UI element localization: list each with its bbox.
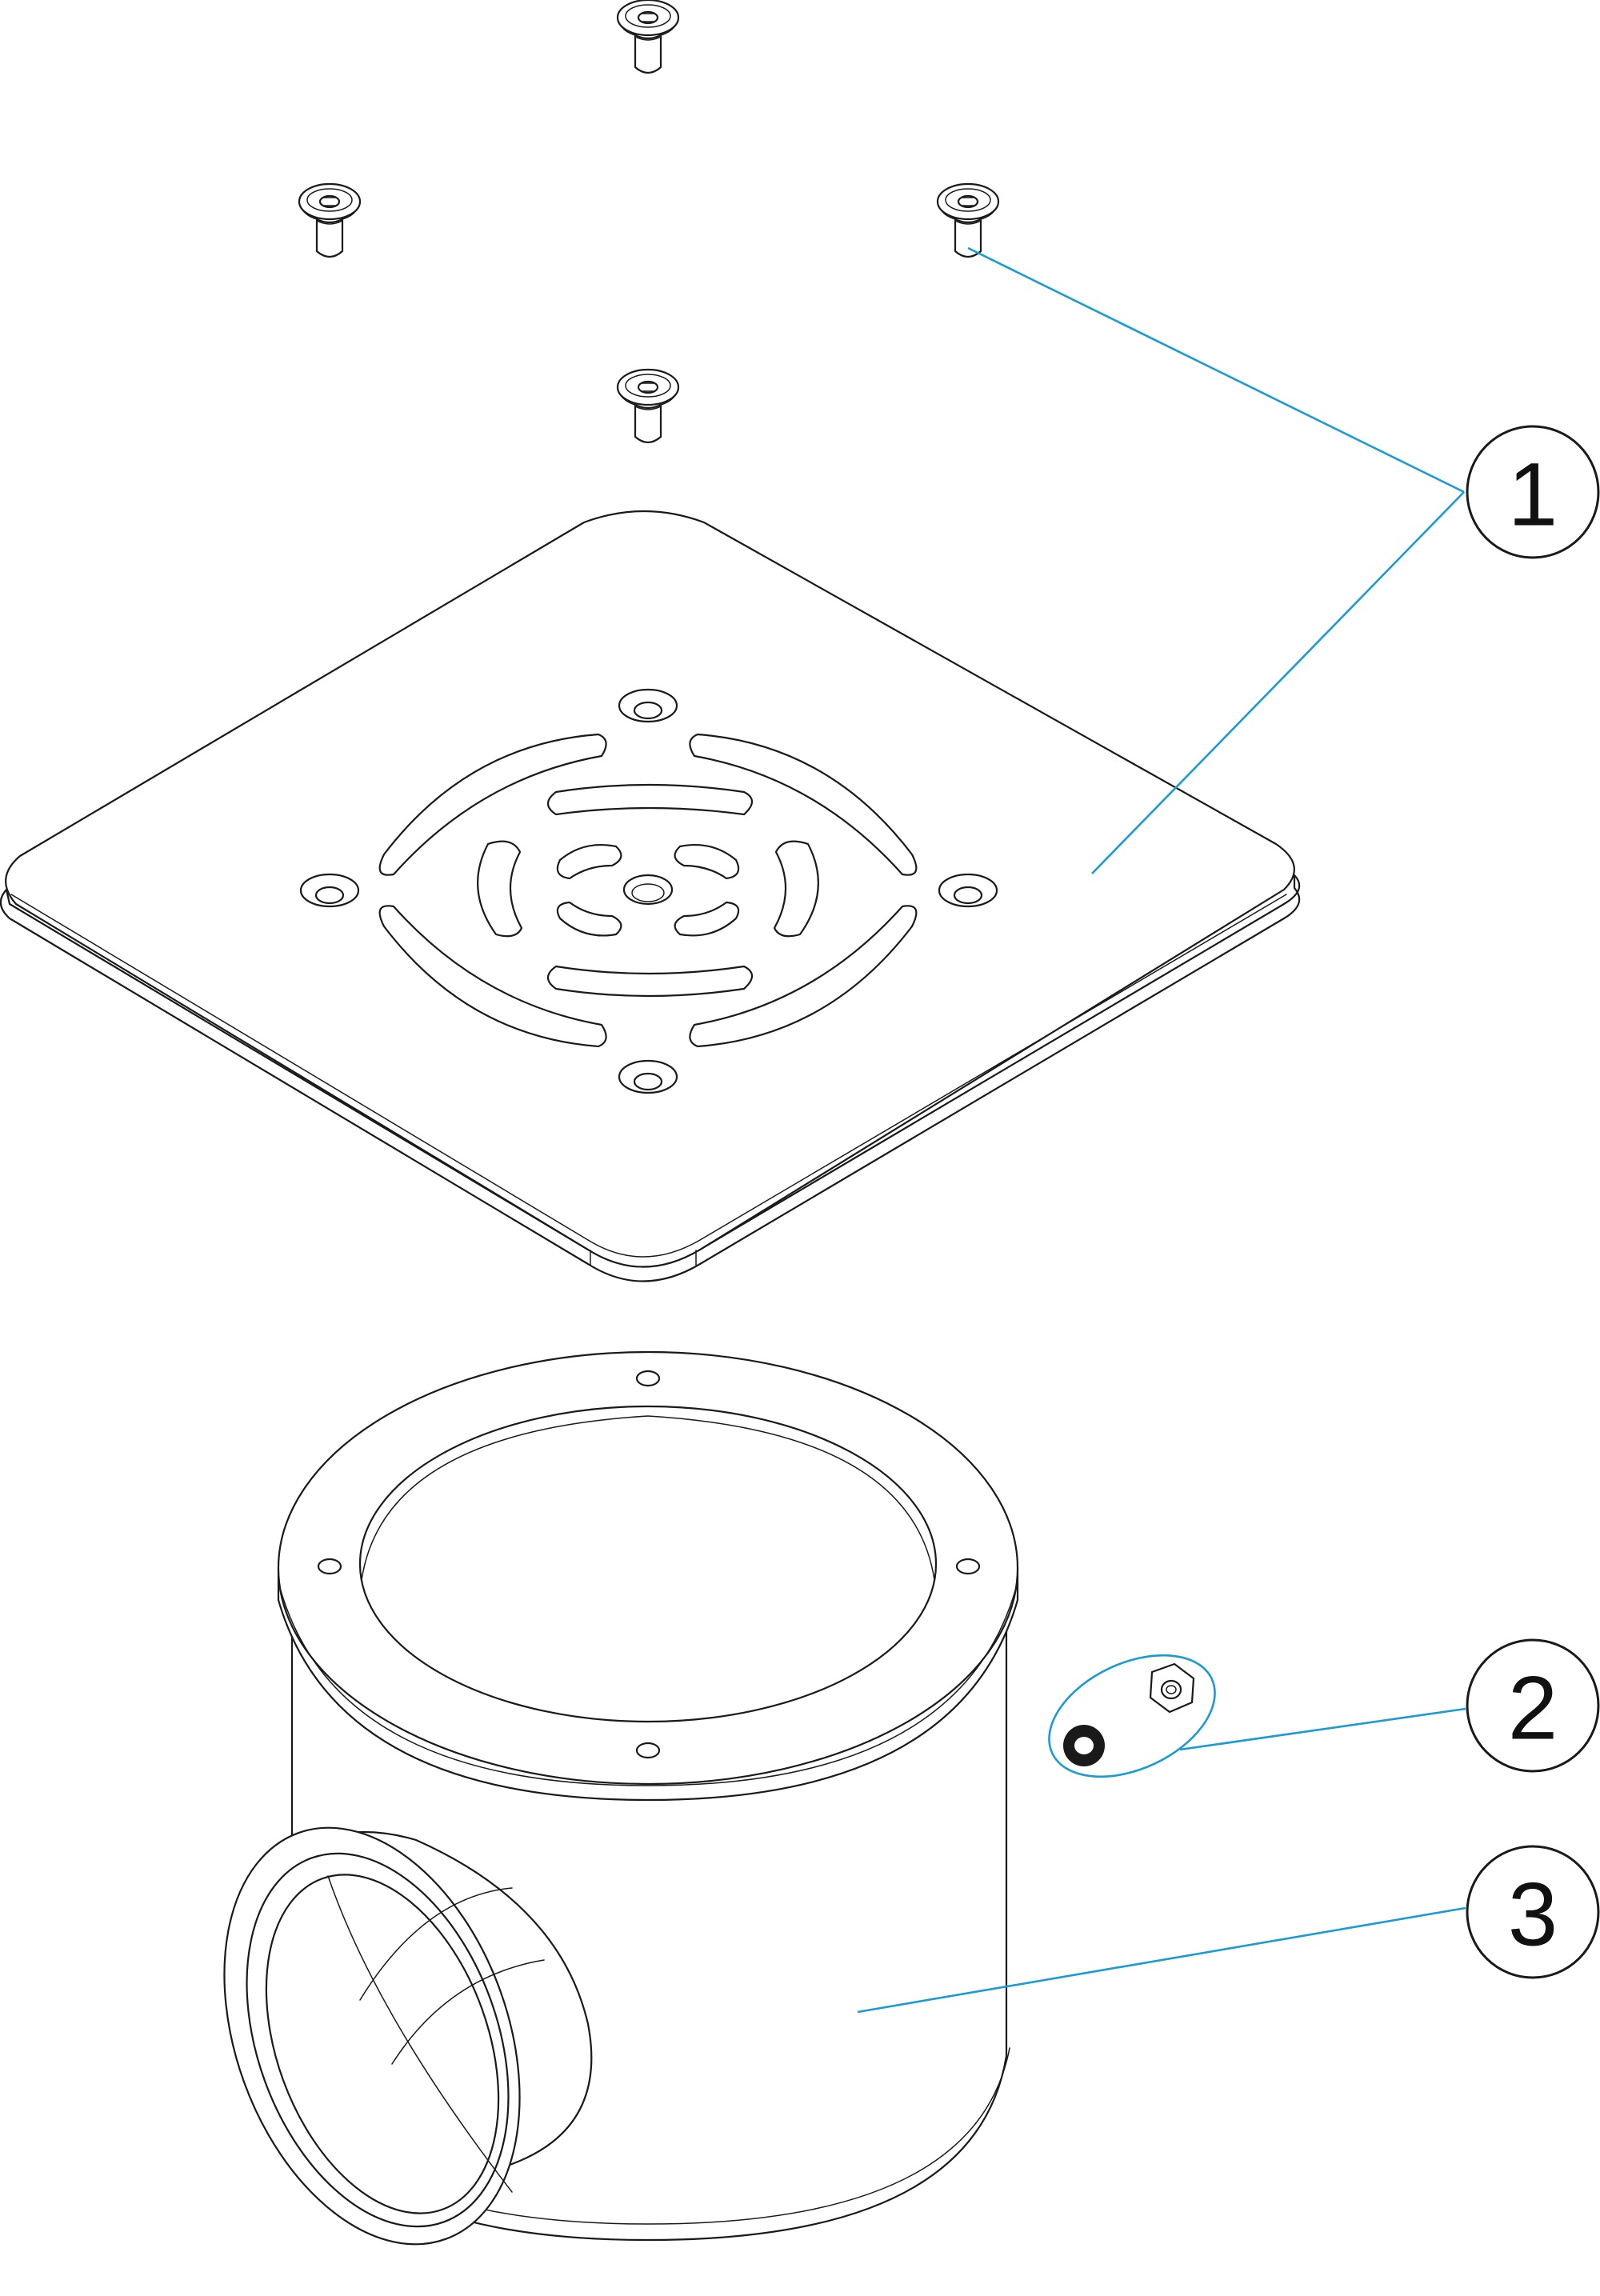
callout-3-label: 3 — [1508, 1865, 1558, 1965]
callout-2: 2 — [1466, 1638, 1600, 1773]
callout-1: 1 — [1466, 425, 1600, 559]
screw-top — [616, 0, 680, 74]
flange-hole-left — [317, 1558, 342, 1575]
grate-screw-hole-top — [618, 688, 678, 723]
hex-nut — [1149, 1662, 1195, 1714]
flange-hole-top — [635, 1370, 661, 1387]
grate-outer-slots — [378, 733, 918, 1048]
leader-3 — [857, 1906, 1466, 2014]
washer-and-nut — [1048, 1654, 1216, 1778]
grate-screw-hole-left — [299, 873, 360, 908]
square-grate — [0, 510, 1301, 1282]
screw-left — [298, 182, 362, 258]
leader-1b — [1091, 491, 1465, 874]
flange-hole-bottom — [635, 1742, 661, 1759]
leader-lines — [857, 246, 1466, 2014]
grate-screw-hole-bottom — [618, 1059, 678, 1094]
side-outlet — [223, 1826, 593, 2246]
callout-3: 3 — [1466, 1845, 1600, 1979]
washer — [1063, 1725, 1105, 1766]
callout-1-label: 1 — [1508, 445, 1558, 545]
leader-1a — [967, 246, 1465, 494]
grate-inner-slots — [556, 843, 740, 937]
flange-hole-right — [955, 1558, 981, 1575]
leader-2 — [1179, 1707, 1466, 1751]
screw-right — [936, 182, 1000, 258]
grate-middle-slots — [477, 783, 819, 998]
callout-2-label: 2 — [1508, 1658, 1558, 1758]
screw-front — [616, 368, 680, 444]
drain-body — [223, 1350, 1019, 2246]
grate-screw-hole-right — [938, 873, 998, 908]
